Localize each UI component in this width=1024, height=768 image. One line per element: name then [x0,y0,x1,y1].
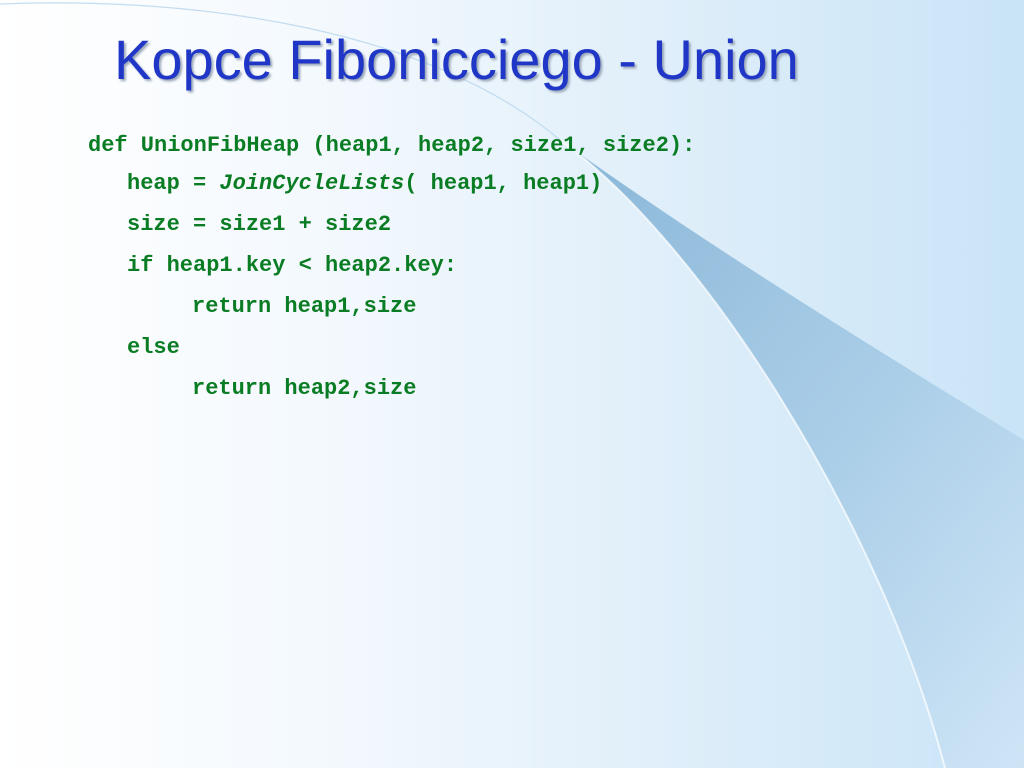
code-heap-assign-args: ( heap1, heap1) [404,171,603,196]
code-line-return-heap1: return heap1,size [192,294,417,319]
code-line-size: size = size1 + size2 [127,212,392,237]
code-join-cycle-lists-call: JoinCycleLists [219,171,405,196]
slide-title: Kopce Fibonicciego - Union [114,28,799,91]
code-line-return-heap2: return heap2,size [192,376,417,401]
code-line-else: else [127,335,180,360]
code-line-heap-assign: heap = JoinCycleLists( heap1, heap1) [127,171,602,197]
code-line-def: def UnionFibHeap (heap1, heap2, size1, s… [88,133,696,158]
code-heap-assign-prefix: heap = [127,171,220,196]
code-line-if: if heap1.key < heap2.key: [127,253,458,278]
